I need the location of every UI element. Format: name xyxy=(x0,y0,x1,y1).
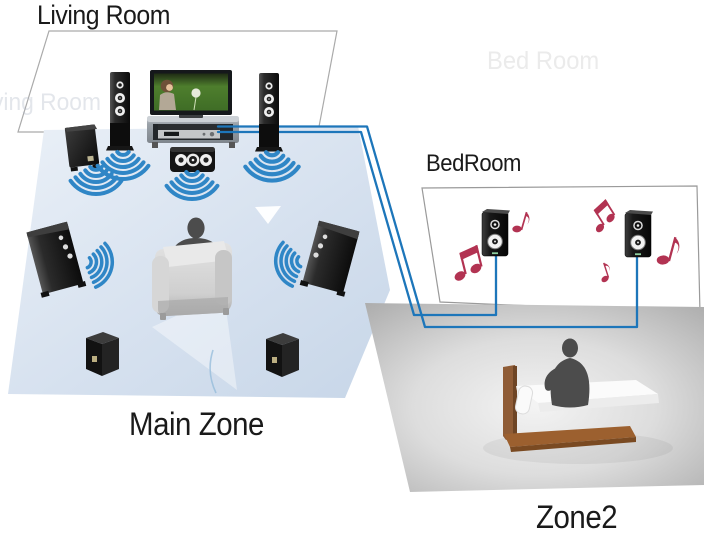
pillow xyxy=(514,385,534,415)
tv-picture-girl xyxy=(159,79,201,111)
tv xyxy=(150,70,232,118)
bedroom-wall xyxy=(421,185,701,314)
center-speaker xyxy=(170,147,215,172)
surround-right-drivers xyxy=(313,234,328,258)
main-zone-label: Main Zone xyxy=(129,406,264,442)
speaker-cables xyxy=(216,125,639,329)
bedroom-person-silhouette xyxy=(544,338,590,408)
watermark-bed-room: Bed Room xyxy=(487,47,600,75)
bedroom-left-speaker xyxy=(481,208,511,257)
zone2-label: Zone2 xyxy=(536,499,618,535)
bedroom-label: BedRoom xyxy=(426,150,521,177)
watermark-living-room: ving Room xyxy=(0,89,101,116)
floor-arrow-overlay xyxy=(152,206,281,394)
cable-to-left-bedroom-speaker xyxy=(216,130,498,317)
rear-right-cube-speaker xyxy=(266,333,299,377)
bedroom-right-speaker xyxy=(624,209,654,258)
armchair xyxy=(152,241,232,320)
surround-left-drivers xyxy=(58,235,73,259)
rear-left-cube-speaker xyxy=(86,332,119,376)
living-room-label: Living Room xyxy=(37,0,171,30)
cable-to-right-bedroom-speaker xyxy=(216,125,639,329)
front-right-tower-speaker xyxy=(255,73,283,152)
av-receiver xyxy=(158,124,220,139)
front-left-tower-speaker xyxy=(106,72,134,151)
